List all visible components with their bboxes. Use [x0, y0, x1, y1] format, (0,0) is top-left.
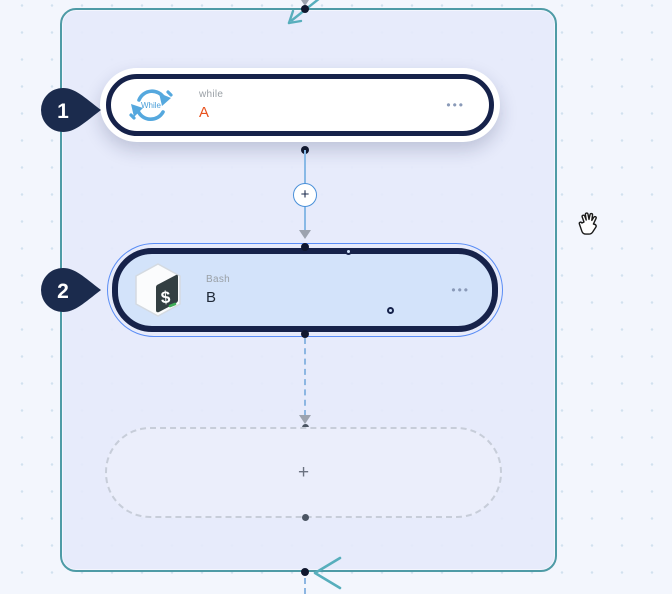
node-bash-B[interactable]: $ Bash B •••: [107, 243, 503, 337]
step-badge-2: 2: [41, 268, 101, 312]
arrowhead-down-icon: [299, 415, 311, 424]
loop-back-arrow-icon: [313, 556, 342, 590]
svg-text:1: 1: [57, 100, 69, 123]
bash-icon: $: [135, 263, 181, 317]
node-bash-B-body: $ Bash B •••: [112, 248, 498, 332]
node-type-label: while: [199, 89, 224, 100]
arrowhead-down-icon: [299, 0, 311, 6]
while-loop-icon: While: [129, 89, 173, 122]
step-badge-1: 1: [41, 88, 101, 132]
connector-dashed-stub: [304, 578, 306, 594]
svg-text:2: 2: [57, 280, 69, 303]
node-type-label: Bash: [206, 274, 230, 285]
connector-dot: [301, 243, 309, 251]
placeholder-plus-icon: +: [297, 461, 310, 483]
node-id-label: A: [199, 104, 210, 121]
svg-text:While: While: [141, 101, 162, 110]
node-more-menu-icon[interactable]: •••: [446, 98, 465, 112]
node-id-label: B: [206, 289, 217, 306]
connector-dot: [302, 514, 309, 521]
node-handle-dot: [387, 307, 394, 314]
connector-dot: [301, 330, 309, 338]
svg-text:$: $: [160, 288, 171, 308]
node-more-menu-icon[interactable]: •••: [451, 283, 470, 297]
connector-dot-top: [301, 5, 309, 13]
placeholder-node[interactable]: +: [105, 427, 502, 518]
node-while-A-body: While while A •••: [106, 74, 494, 136]
arrowhead-down-icon: [299, 230, 311, 239]
connector-dashed-line: [304, 338, 306, 416]
insert-step-button[interactable]: +: [293, 183, 317, 207]
hand-cursor-icon: [578, 212, 597, 235]
connector-dot-bottom: [301, 568, 309, 576]
node-handle-dot: [345, 248, 352, 255]
node-while-A[interactable]: While while A •••: [100, 68, 500, 142]
